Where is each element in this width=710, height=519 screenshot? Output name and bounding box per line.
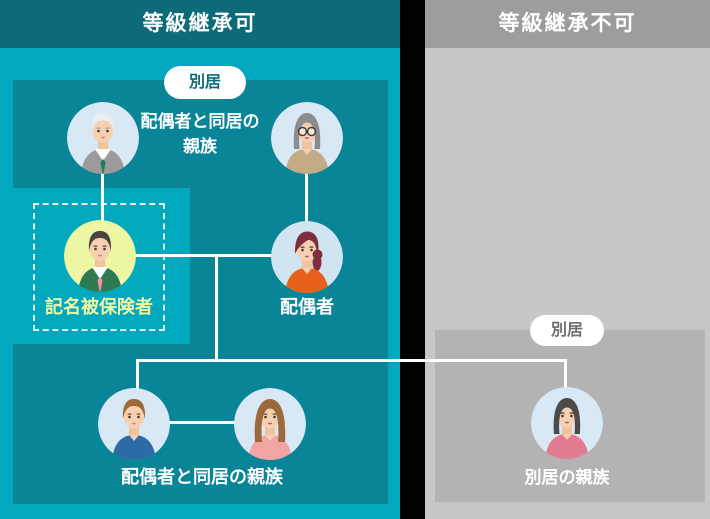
grandfather-avatar xyxy=(67,102,139,174)
connector-young-couple xyxy=(168,421,236,424)
separated-relative-woman-avatar xyxy=(531,387,603,459)
separate-residence-badge-right: 別居 xyxy=(530,315,604,346)
separated-relative-label: 別居の親族 xyxy=(524,468,610,487)
young-woman-avatar xyxy=(234,388,306,460)
inheritance-not-possible-section: 等級継承不可 別居 別居の親族 xyxy=(425,0,710,519)
connector-grandmother-spouse xyxy=(305,174,308,221)
separate-residence-badge-left: 別居 xyxy=(164,66,246,99)
grandmother-avatar xyxy=(271,102,343,174)
right-header-title: 等級継承不可 xyxy=(425,0,710,48)
right-body: 別居 別居の親族 xyxy=(425,48,710,519)
children-label: 配偶者と同居の親族 xyxy=(121,467,283,487)
inheritance-possible-section: 等級継承可 別居 xyxy=(0,0,400,519)
spouse-woman-avatar xyxy=(271,221,343,293)
insured-label: 記名被保険者 xyxy=(45,297,153,317)
connector-couple-children xyxy=(215,256,218,360)
parents-label: 配偶者と同居の親族 xyxy=(140,112,260,156)
connector-grandfather-insured xyxy=(101,174,104,221)
insured-dashed-outline xyxy=(33,203,165,331)
young-man-avatar xyxy=(98,388,170,460)
connector-down-young-man xyxy=(136,359,139,389)
connector-insured-spouse xyxy=(134,254,272,257)
left-body: 別居 xyxy=(0,48,400,519)
insured-man-avatar xyxy=(64,220,136,292)
spouse-label: 配偶者 xyxy=(280,297,334,317)
left-header-title: 等級継承可 xyxy=(0,0,400,48)
